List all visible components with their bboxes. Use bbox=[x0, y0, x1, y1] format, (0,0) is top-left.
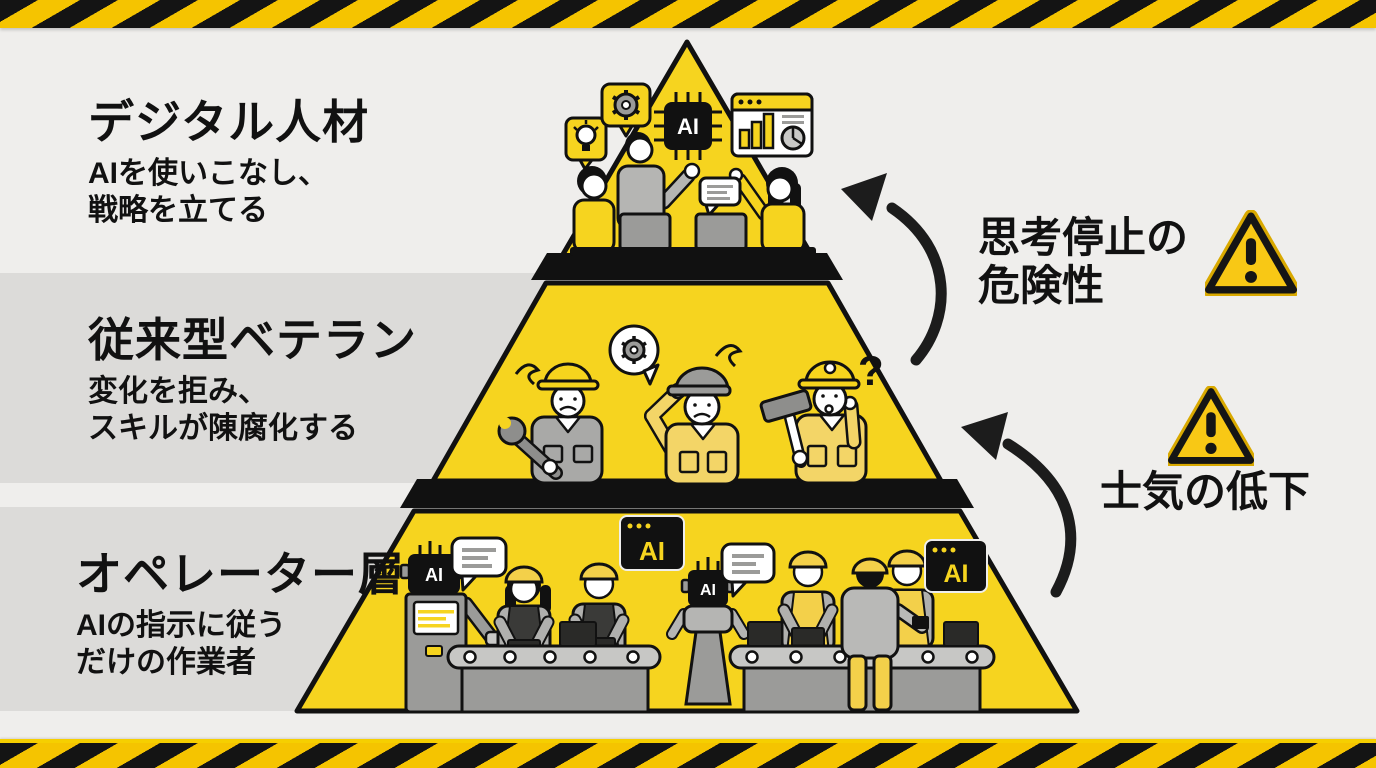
tier-desc-line: スキルが陳腐化する bbox=[88, 411, 358, 445]
tier-desc-line: 戦略を立てる bbox=[88, 193, 268, 227]
tier-title: 従来型ベテラン bbox=[88, 314, 417, 366]
gear-icon bbox=[600, 82, 652, 138]
supervisor-figure bbox=[840, 557, 929, 712]
warning-icon bbox=[1168, 386, 1254, 466]
tier-label-veteran: 従来型ベテラン 変化を拒み、 スキルが陳腐化する bbox=[88, 316, 417, 447]
tier-separator-2 bbox=[400, 479, 974, 508]
tier-desc-line: だけの作業者 bbox=[76, 645, 256, 679]
veteran-worker-wrench bbox=[497, 362, 604, 485]
chat-bubble-icon bbox=[720, 542, 776, 598]
chat-bubble-icon bbox=[698, 176, 742, 217]
veteran-worker-confused bbox=[644, 366, 740, 486]
question-mark: ? bbox=[858, 347, 884, 394]
tier-label-digital: デジタル人材 AIを使いこなし、 戦略を立てる bbox=[88, 98, 369, 229]
laptop-icon bbox=[618, 212, 672, 252]
operator-worker bbox=[777, 550, 839, 654]
conveyor-belt bbox=[446, 621, 662, 714]
laptop-icon bbox=[694, 212, 748, 252]
robot-ai-label: AI bbox=[700, 582, 716, 599]
chat-bubble-icon bbox=[450, 536, 508, 592]
ai-window-icon: AI bbox=[924, 539, 988, 593]
veteran-worker-hammer bbox=[759, 360, 868, 485]
bottom-tier-illustration: AI bbox=[399, 515, 996, 714]
ai-chip-label: AI bbox=[677, 114, 699, 139]
ai-window-icon: AI bbox=[619, 515, 685, 571]
ai-chip-icon: AI bbox=[654, 92, 722, 160]
arrow-to-middle-tier bbox=[961, 412, 1077, 598]
gear-thought-bubble bbox=[608, 324, 660, 386]
ai-pedestal-robot: AI bbox=[666, 557, 750, 706]
hazard-stripe-bottom bbox=[0, 739, 1376, 768]
tier-desc-line: AIの指示に従う bbox=[76, 609, 286, 643]
window-ai-label: AI bbox=[944, 560, 969, 588]
tier-label-operator: オペレーター層 AIの指示に従う だけの作業者 bbox=[76, 550, 405, 681]
desk bbox=[570, 247, 816, 256]
kiosk-ai-label: AI bbox=[425, 565, 443, 585]
hammer-icon bbox=[759, 389, 813, 468]
tier-desc-line: 変化を拒み、 bbox=[88, 375, 268, 409]
warning-icon bbox=[1205, 210, 1297, 296]
confusion-scribble bbox=[714, 344, 743, 368]
arrow-to-top-tier bbox=[841, 173, 947, 366]
warning-text-morale: 士気の低下 bbox=[1100, 468, 1311, 515]
tier-title: オペレーター層 bbox=[76, 548, 405, 600]
hazard-stripe-top bbox=[0, 0, 1376, 28]
warning-text-thinking-stop: 思考停止の 危険性 bbox=[978, 214, 1189, 310]
top-tier-illustration: AI bbox=[564, 82, 816, 256]
lightbulb-icon bbox=[564, 116, 608, 171]
window-ai-label: AI bbox=[639, 536, 665, 566]
dashboard-icon bbox=[730, 92, 814, 158]
middle-tier-illustration: ? bbox=[497, 324, 884, 486]
tier-separator-1 bbox=[531, 253, 843, 280]
tier-title: デジタル人材 bbox=[88, 96, 370, 148]
confusion-scribble bbox=[514, 363, 541, 386]
strategy-team bbox=[570, 132, 816, 256]
tier-desc-line: AIを使いこなし、 bbox=[88, 157, 328, 191]
